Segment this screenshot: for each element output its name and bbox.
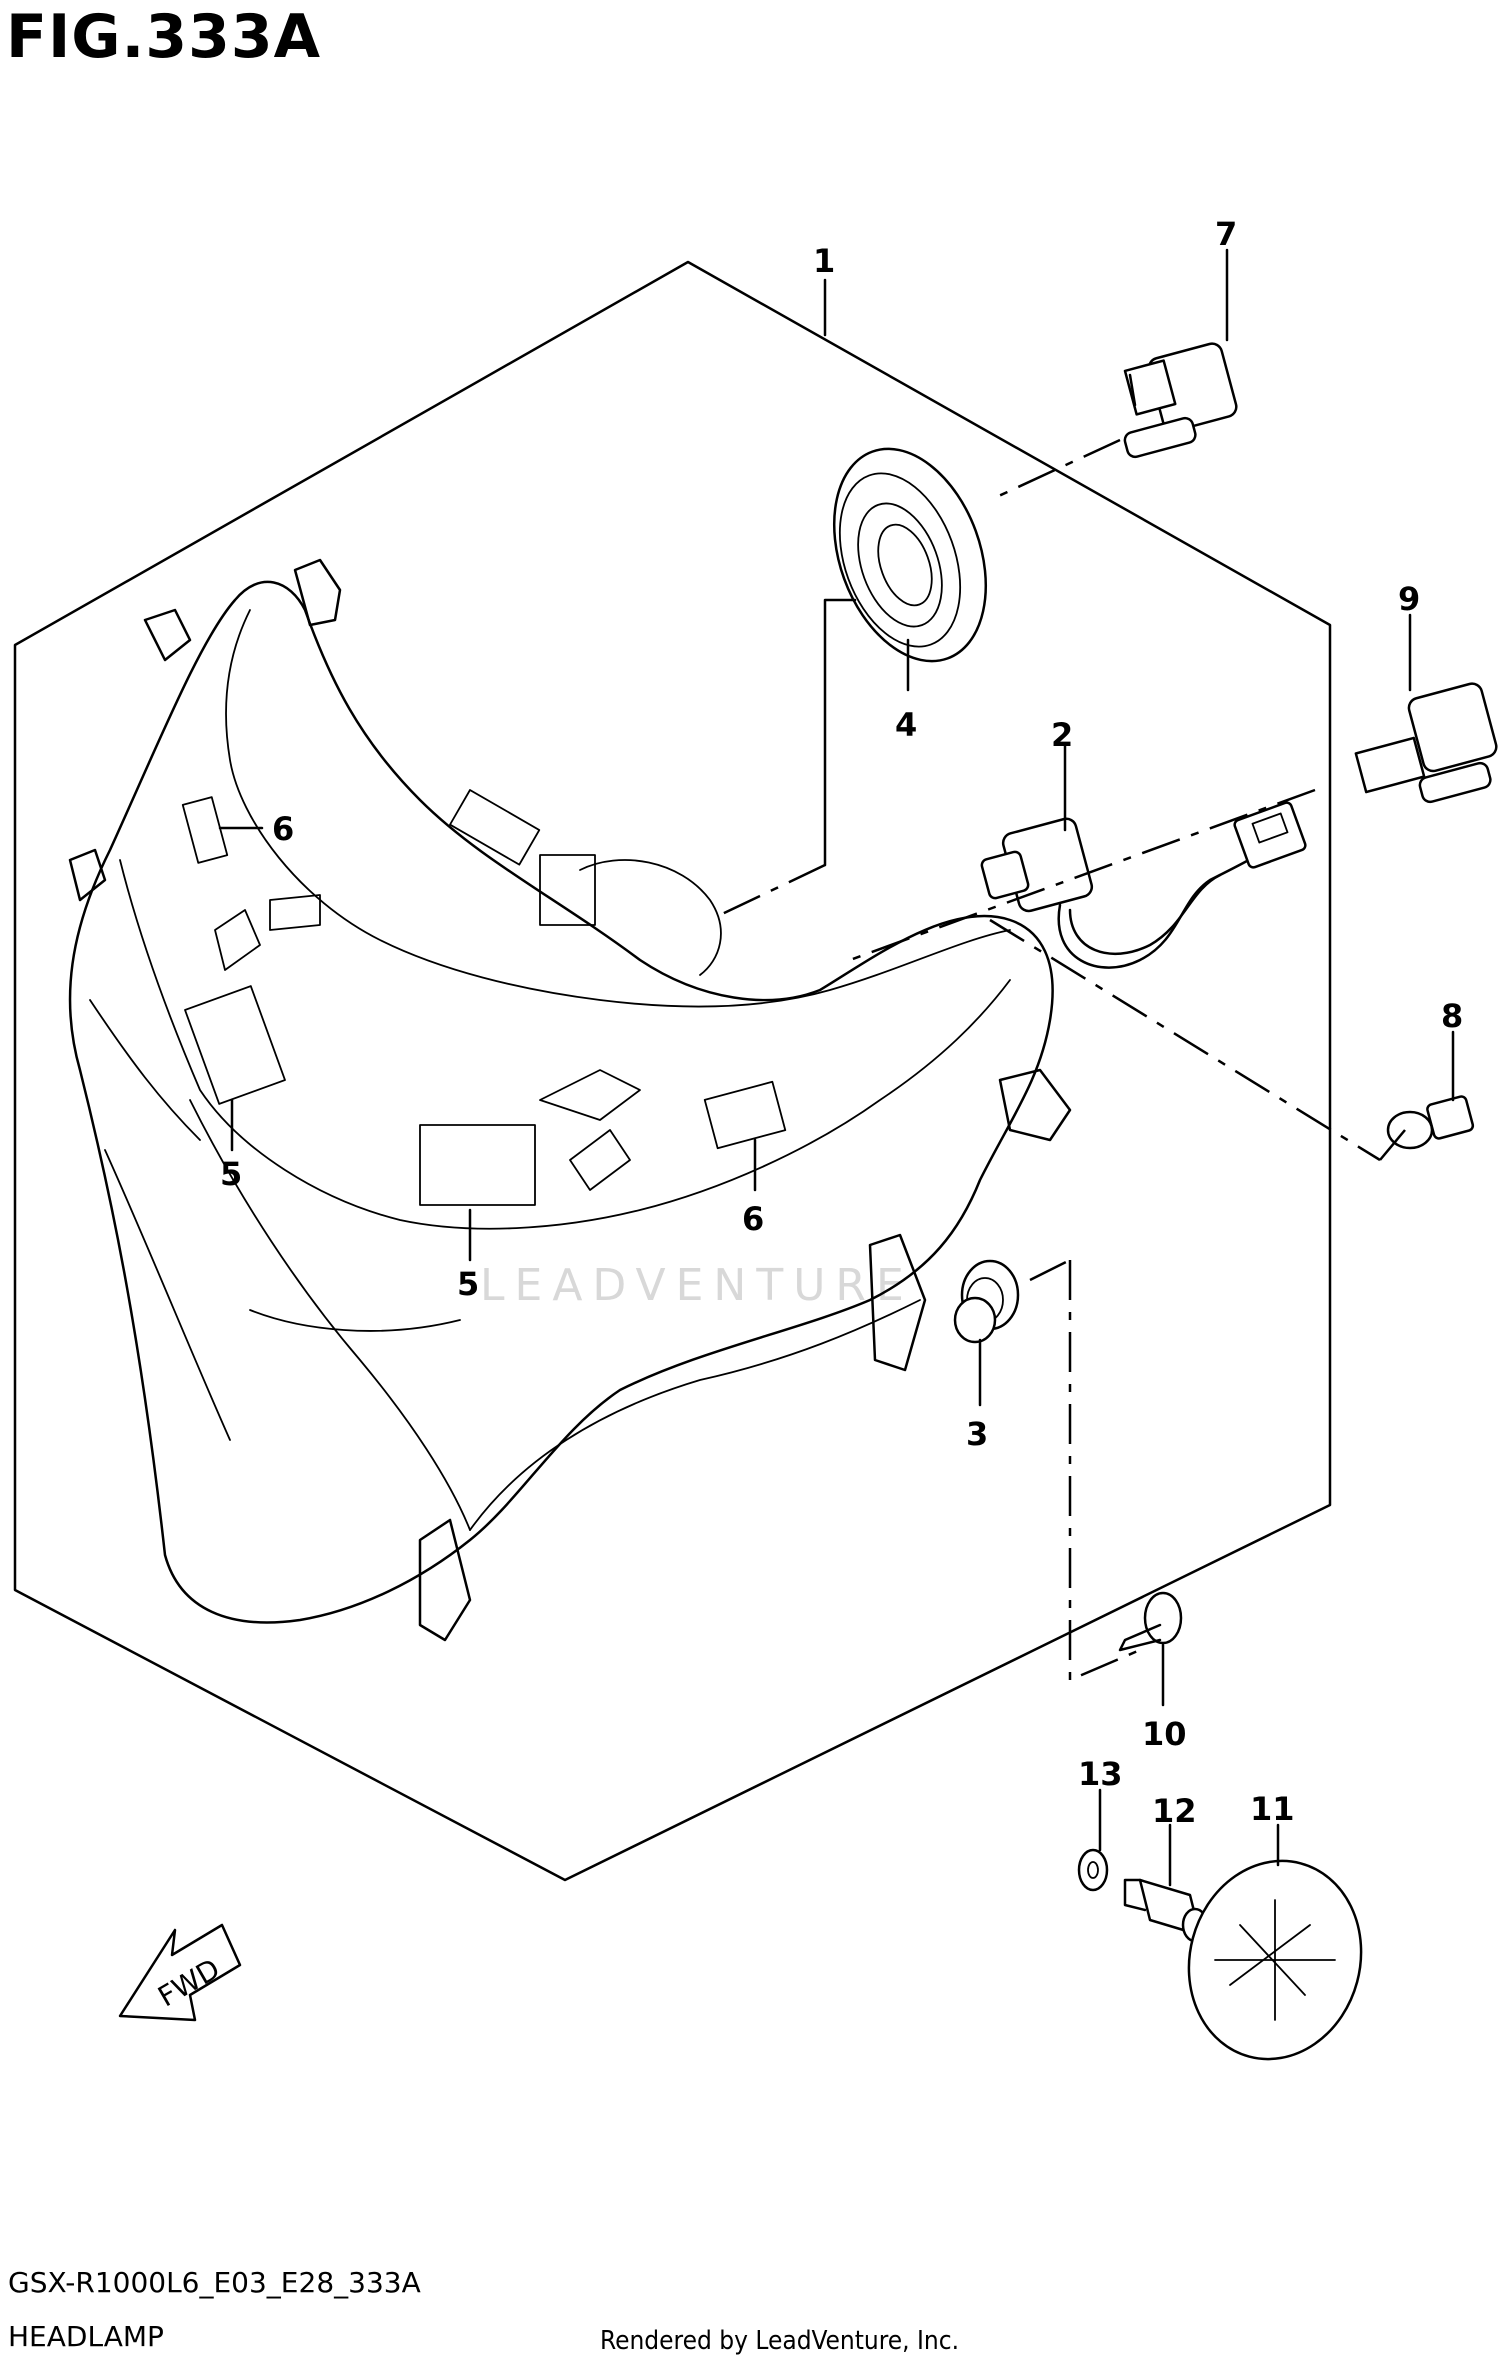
part-11-cover [1187,1859,1363,2061]
part-8-small-bulb [1386,1095,1475,1150]
label-sticker-6b [703,1080,787,1150]
part-9-bulb [1354,682,1498,804]
fwd-arrow: FWD [118,1923,242,2022]
callout-7: 7 [1215,215,1237,253]
part-13-washer [1077,1848,1109,1892]
part-2-socket-harness [980,801,1307,969]
figure-title: FIG.333A [6,2,322,72]
assembly-dashed-lines [719,438,1406,1682]
callout-5a: 5 [220,1155,242,1193]
callout-13: 13 [1078,1755,1123,1793]
footer-diagram-code: GSX-R1000L6_E03_E28_333A [8,2266,421,2299]
callout-8: 8 [1441,997,1463,1035]
callout-2: 2 [1051,716,1073,754]
callout-6b: 6 [742,1200,764,1238]
watermark-text: LEADVENTURE [480,1260,914,1311]
callout-10: 10 [1142,1715,1187,1753]
callout-9: 9 [1398,580,1420,618]
callout-4: 4 [895,706,917,744]
callout-6a: 6 [272,810,294,848]
part-7-bulb [1123,342,1238,459]
label-sticker-5b [419,1124,536,1206]
footer-diagram-name: HEADLAMP [8,2320,164,2353]
part-10-screw [1118,1591,1183,1652]
fwd-label: FWD [152,1952,225,2013]
callout-12: 12 [1152,1792,1197,1830]
callout-1: 1 [813,242,835,280]
leader-lines [218,248,1455,1887]
label-sticker-6a [181,796,229,864]
callout-5b: 5 [457,1265,479,1303]
label-sticker-5a [184,985,286,1105]
callout-3: 3 [966,1415,988,1453]
footer-render-credit: Rendered by LeadVenture, Inc. [600,2326,960,2356]
headlamp-housing [68,558,1072,1642]
callout-11: 11 [1250,1790,1295,1828]
assembly-boundary [13,260,1332,1882]
part-4-dust-cover [832,447,988,663]
part-3-grommet [953,1259,1020,1344]
